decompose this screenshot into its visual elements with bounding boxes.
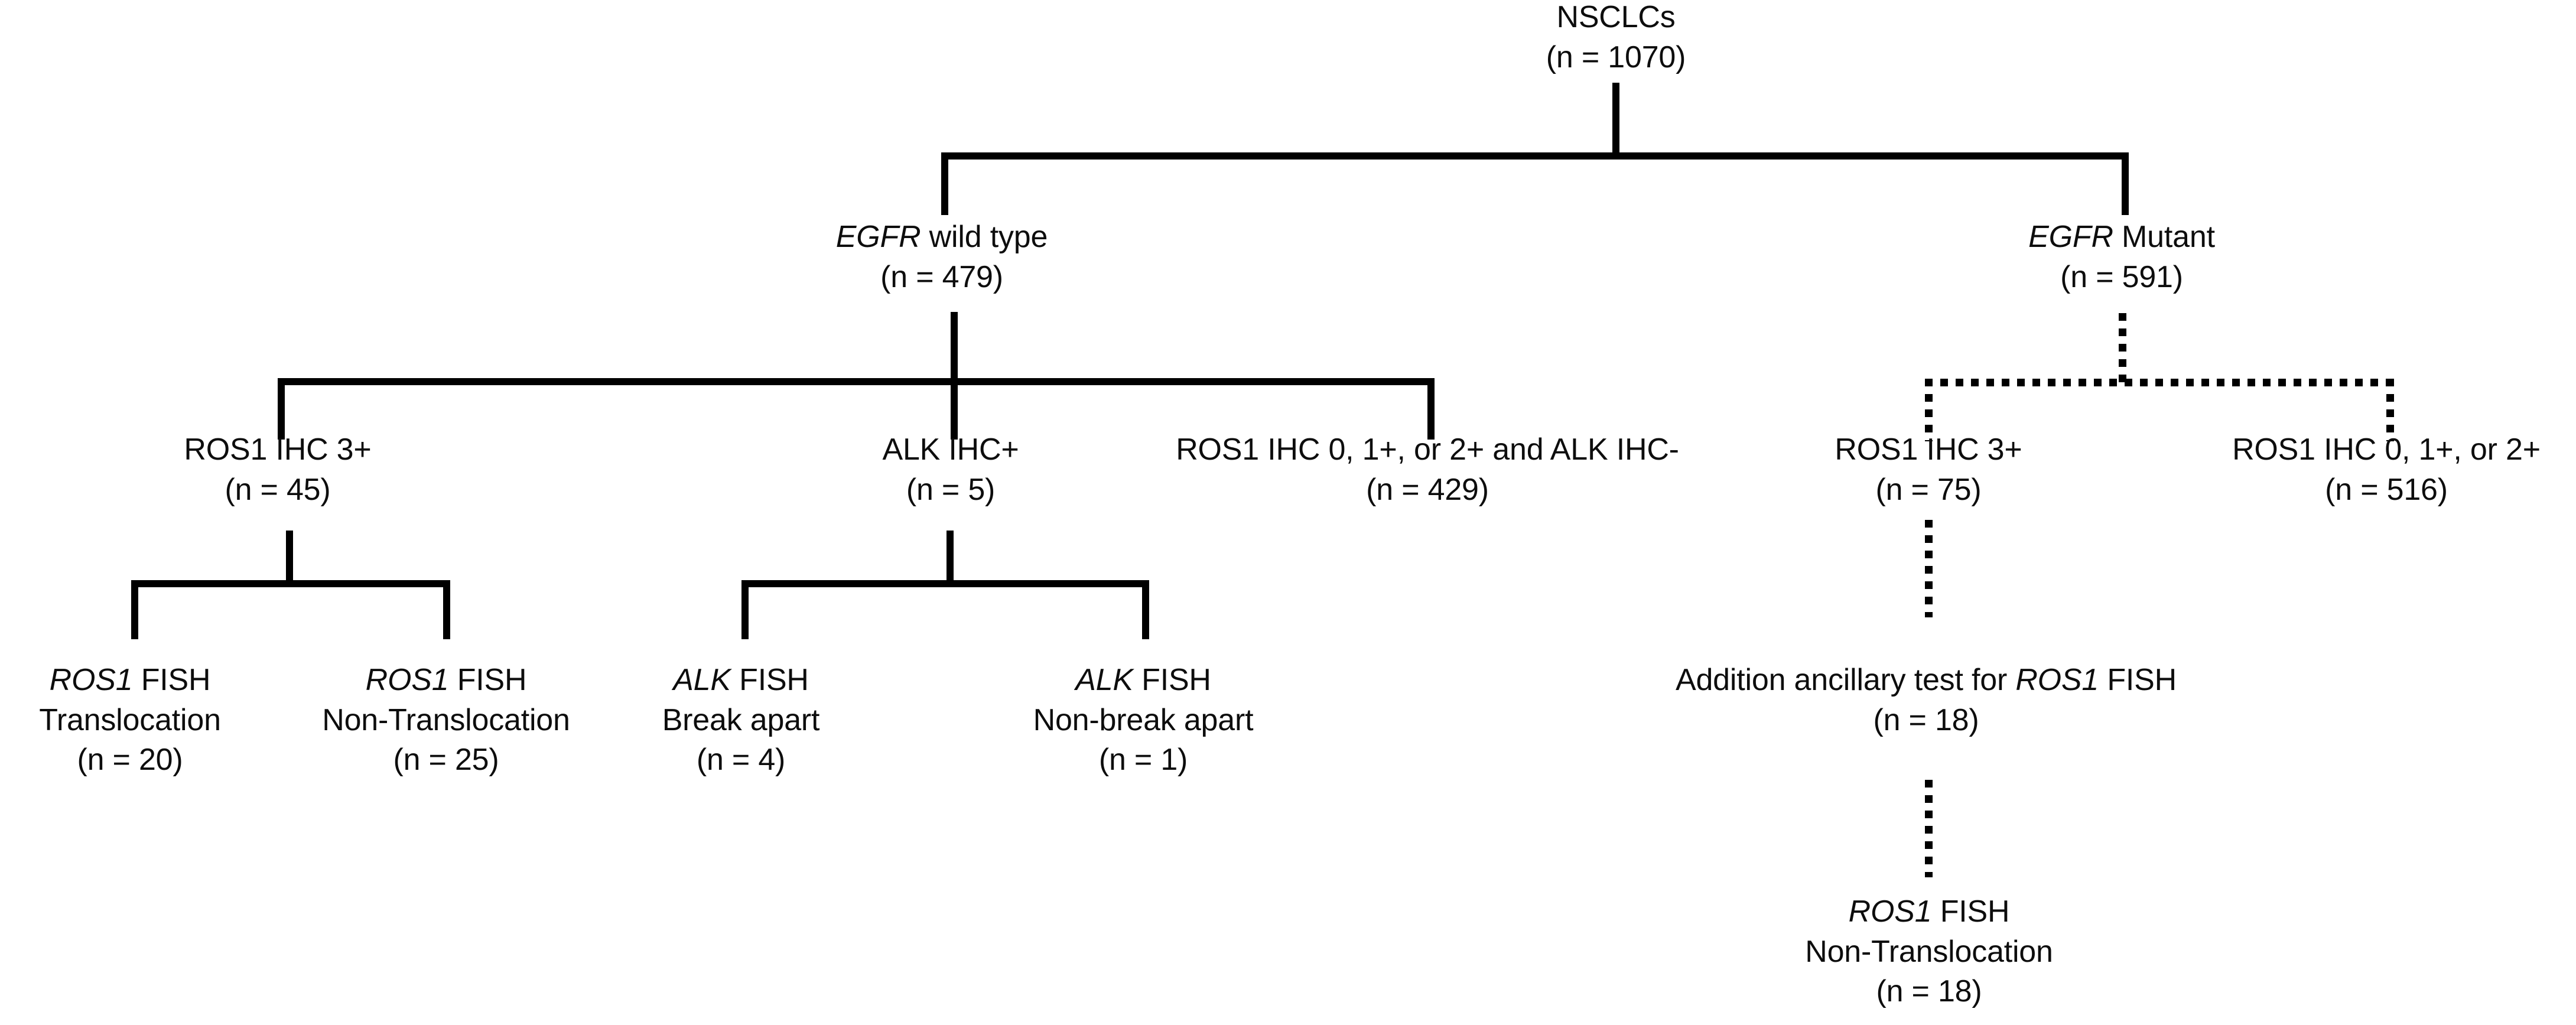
- node-mut-ros1-low: ROS1 IHC 0, 1+, or 2+ (n = 516): [2183, 430, 2576, 510]
- node-alk-fish-break-apart-count: (n = 4): [696, 743, 786, 777]
- node-wt-alk-ihc-pos-label: ALK IHC+: [882, 432, 1019, 467]
- connector-level3-right-bar-dotted: [1925, 379, 2394, 386]
- node-ros1-fish-translocation-label: ROS1 FISH: [0, 660, 298, 701]
- connector-egfr-mut-stem-dotted: [2119, 313, 2126, 383]
- connector-to-wt-ros1-ihc3: [278, 378, 285, 440]
- node-ancillary-test-count: (n = 18): [1873, 702, 1979, 737]
- node-wt-ros1-low-alk-neg-label: ROS1 IHC 0, 1+, or 2+ and ALK IHC-: [1176, 432, 1679, 467]
- node-mut-ros1-fish-non-translocation-label: ROS1 FISH: [1755, 892, 2103, 932]
- node-mut-ros1-low-label: ROS1 IHC 0, 1+, or 2+: [2232, 432, 2541, 467]
- node-alk-fish-break-apart-label: ALK FISH: [581, 660, 900, 701]
- node-alk-fish-non-break-apart-line2: Non-break apart: [1033, 702, 1254, 737]
- gene-name-egfr: EGFR: [835, 220, 921, 254]
- connector-mut-ros1-to-ancillary-dotted: [1925, 520, 1933, 617]
- connector-ros1-fish-bar: [131, 580, 450, 587]
- node-ros1-fish-non-translocation-line2: Non-Translocation: [322, 702, 570, 737]
- node-mut-ros1-fish-non-translocation: ROS1 FISH Non-Translocation (n = 18): [1755, 892, 2103, 1012]
- gene-name-alk-2: ALK: [1075, 663, 1133, 697]
- connector-to-egfr-mut: [2122, 152, 2129, 215]
- node-egfr-mutant: EGFR Mutant (n = 591): [2006, 217, 2237, 297]
- connector-ancillary-to-ros1-fish-dotted: [1925, 780, 1933, 877]
- node-egfr-wild-type-count: (n = 479): [880, 259, 1003, 294]
- node-wt-alk-ihc-pos-count: (n = 5): [906, 472, 996, 507]
- node-egfr-mutant-label-rest: Mutant: [2113, 220, 2215, 254]
- gene-name-alk-1: ALK: [673, 663, 731, 697]
- node-alk-fish-break-apart: ALK FISH Break apart (n = 4): [581, 660, 900, 780]
- connector-level3-left-bar: [278, 378, 1435, 385]
- node-mut-ros1-fish-non-translocation-count: (n = 18): [1876, 974, 1982, 1009]
- node-wt-ros1-ihc3-label: ROS1 IHC 3+: [184, 432, 372, 467]
- gene-name-egfr-mut: EGFR: [2028, 220, 2113, 254]
- node-alk-fish-break-apart-label-rest: FISH: [730, 663, 809, 697]
- node-mut-ros1-low-count: (n = 516): [2325, 472, 2448, 507]
- node-wt-ros1-ihc3-count: (n = 45): [225, 472, 331, 507]
- node-wt-alk-ihc-pos: ALK IHC+ (n = 5): [832, 430, 1069, 510]
- node-nsclcs-count: (n = 1070): [1546, 40, 1686, 74]
- node-nsclcs-label: NSCLCs: [1556, 0, 1676, 34]
- node-mut-ros1-ihc3-label: ROS1 IHC 3+: [1835, 432, 2022, 467]
- node-ros1-fish-translocation-label-rest: FISH: [132, 663, 211, 697]
- connector-to-wt-ros1-low: [1427, 378, 1435, 440]
- connector-to-alk-fish-nonbreak: [1142, 580, 1149, 639]
- gene-name-ros1-1: ROS1: [49, 663, 133, 697]
- gene-name-ros1-2: ROS1: [365, 663, 449, 697]
- node-mut-ros1-fish-non-translocation-label-rest: FISH: [1931, 894, 2010, 929]
- node-ros1-fish-non-translocation-label: ROS1 FISH: [272, 660, 620, 701]
- node-alk-fish-break-apart-line2: Break apart: [662, 702, 820, 737]
- connector-level2-bar: [941, 152, 2129, 160]
- gene-name-ros1-4: ROS1: [1848, 894, 1932, 929]
- node-nsclcs: NSCLCs (n = 1070): [1498, 0, 1734, 77]
- node-egfr-wild-type-label: EGFR wild type: [827, 217, 1057, 258]
- node-alk-fish-non-break-apart-label-rest: FISH: [1133, 663, 1211, 697]
- connector-to-mut-ros1-ihc3-dotted: [1925, 379, 1933, 441]
- connector-to-ros1-fish-nontransloc: [443, 580, 450, 639]
- node-egfr-wild-type: EGFR wild type (n = 479): [827, 217, 1057, 297]
- node-ros1-fish-translocation: ROS1 FISH Translocation (n = 20): [0, 660, 298, 780]
- node-alk-fish-non-break-apart-label: ALK FISH: [966, 660, 1320, 701]
- node-wt-ros1-low-alk-neg: ROS1 IHC 0, 1+, or 2+ and ALK IHC- (n = …: [1102, 430, 1752, 510]
- connector-to-egfr-wt: [941, 152, 948, 215]
- node-wt-ros1-ihc3: ROS1 IHC 3+ (n = 45): [160, 430, 396, 510]
- node-ancillary-test-label-post: FISH: [2099, 663, 2177, 697]
- connector-wt-alk-stem: [947, 531, 954, 584]
- node-ancillary-test-label: Addition ancillary test for ROS1 FISH: [1572, 660, 2281, 701]
- connector-to-wt-alk-ihc-pos: [951, 378, 958, 440]
- node-ros1-fish-non-translocation-count: (n = 25): [393, 743, 499, 777]
- node-ancillary-test: Addition ancillary test for ROS1 FISH (n…: [1572, 660, 2281, 740]
- node-mut-ros1-ihc3-count: (n = 75): [1875, 472, 1982, 507]
- node-egfr-mutant-count: (n = 591): [2060, 259, 2183, 294]
- gene-name-ros1-3: ROS1: [2015, 663, 2099, 697]
- node-egfr-mutant-label: EGFR Mutant: [2006, 217, 2237, 258]
- connector-wt-ros1-ihc3-stem: [286, 531, 293, 584]
- connector-root-stem: [1612, 83, 1619, 157]
- node-ros1-fish-non-translocation: ROS1 FISH Non-Translocation (n = 25): [272, 660, 620, 780]
- node-ros1-fish-translocation-count: (n = 20): [77, 743, 183, 777]
- connector-to-mut-ros1-low-dotted: [2386, 379, 2394, 441]
- node-mut-ros1-fish-non-translocation-line2: Non-Translocation: [1805, 934, 2053, 969]
- node-wt-ros1-low-alk-neg-count: (n = 429): [1366, 472, 1489, 507]
- connector-to-alk-fish-break: [741, 580, 749, 639]
- connector-alk-fish-bar: [741, 580, 1149, 587]
- node-ros1-fish-translocation-line2: Translocation: [39, 702, 221, 737]
- node-ancillary-test-label-pre: Addition ancillary test for: [1675, 663, 2016, 697]
- node-ros1-fish-non-translocation-label-rest: FISH: [448, 663, 527, 697]
- node-alk-fish-non-break-apart: ALK FISH Non-break apart (n = 1): [966, 660, 1320, 780]
- node-mut-ros1-ihc3: ROS1 IHC 3+ (n = 75): [1810, 430, 2047, 510]
- connector-egfr-wt-stem: [951, 312, 958, 382]
- node-egfr-wild-type-label-rest: wild type: [921, 220, 1048, 254]
- connector-to-ros1-fish-transloc: [131, 580, 138, 639]
- node-alk-fish-non-break-apart-count: (n = 1): [1098, 743, 1188, 777]
